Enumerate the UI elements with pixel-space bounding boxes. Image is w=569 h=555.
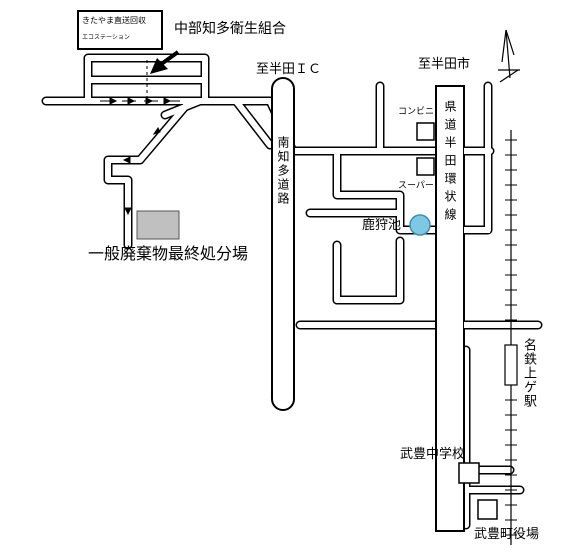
convenience-store-marker xyxy=(416,122,435,141)
town-hall-marker xyxy=(477,499,498,520)
prefectural-road xyxy=(435,85,465,532)
label-landfill: 一般廃棄物最終処分場 xyxy=(88,244,249,263)
supermarket-marker xyxy=(416,157,435,176)
landfill-block xyxy=(136,210,180,240)
signboard-line1: きたやま直送回収 xyxy=(82,16,146,25)
railway-meitetsu xyxy=(504,130,518,545)
school-marker xyxy=(458,462,480,484)
label-chubu-chita: 中部知多衛生組合 xyxy=(174,21,286,37)
label-meitetsu-station: 名鉄上ゲ駅 xyxy=(521,338,536,408)
label-supermarket: スーパー xyxy=(398,181,434,191)
label-to-handa-city: 至半田市 xyxy=(418,57,471,72)
road-network xyxy=(41,53,543,532)
signboard: きたやま直送回収 エコステーション xyxy=(77,10,163,50)
label-taketoyo-jhs: 武豊中学校 xyxy=(400,447,466,462)
north-arrow-icon xyxy=(498,29,520,83)
label-to-handa-ic: 至半田ＩＣ xyxy=(256,62,322,77)
kagari-pond xyxy=(409,214,431,236)
pointer-arrow-icon xyxy=(150,50,180,74)
route-arrows xyxy=(100,60,180,216)
label-prefectural-road: 県道半田環状線 xyxy=(443,100,457,226)
label-minami-chita-road: 南知多道路 xyxy=(276,136,290,206)
station-marker xyxy=(504,344,518,386)
signboard-line2: エコステーション xyxy=(82,34,130,41)
label-taketoyo-town-hall: 武豊町役場 xyxy=(474,527,540,542)
expressway-minami-chita xyxy=(271,77,295,411)
label-kagari-pond: 鹿狩池 xyxy=(362,218,402,233)
label-convenience: コンビニ xyxy=(398,107,435,117)
